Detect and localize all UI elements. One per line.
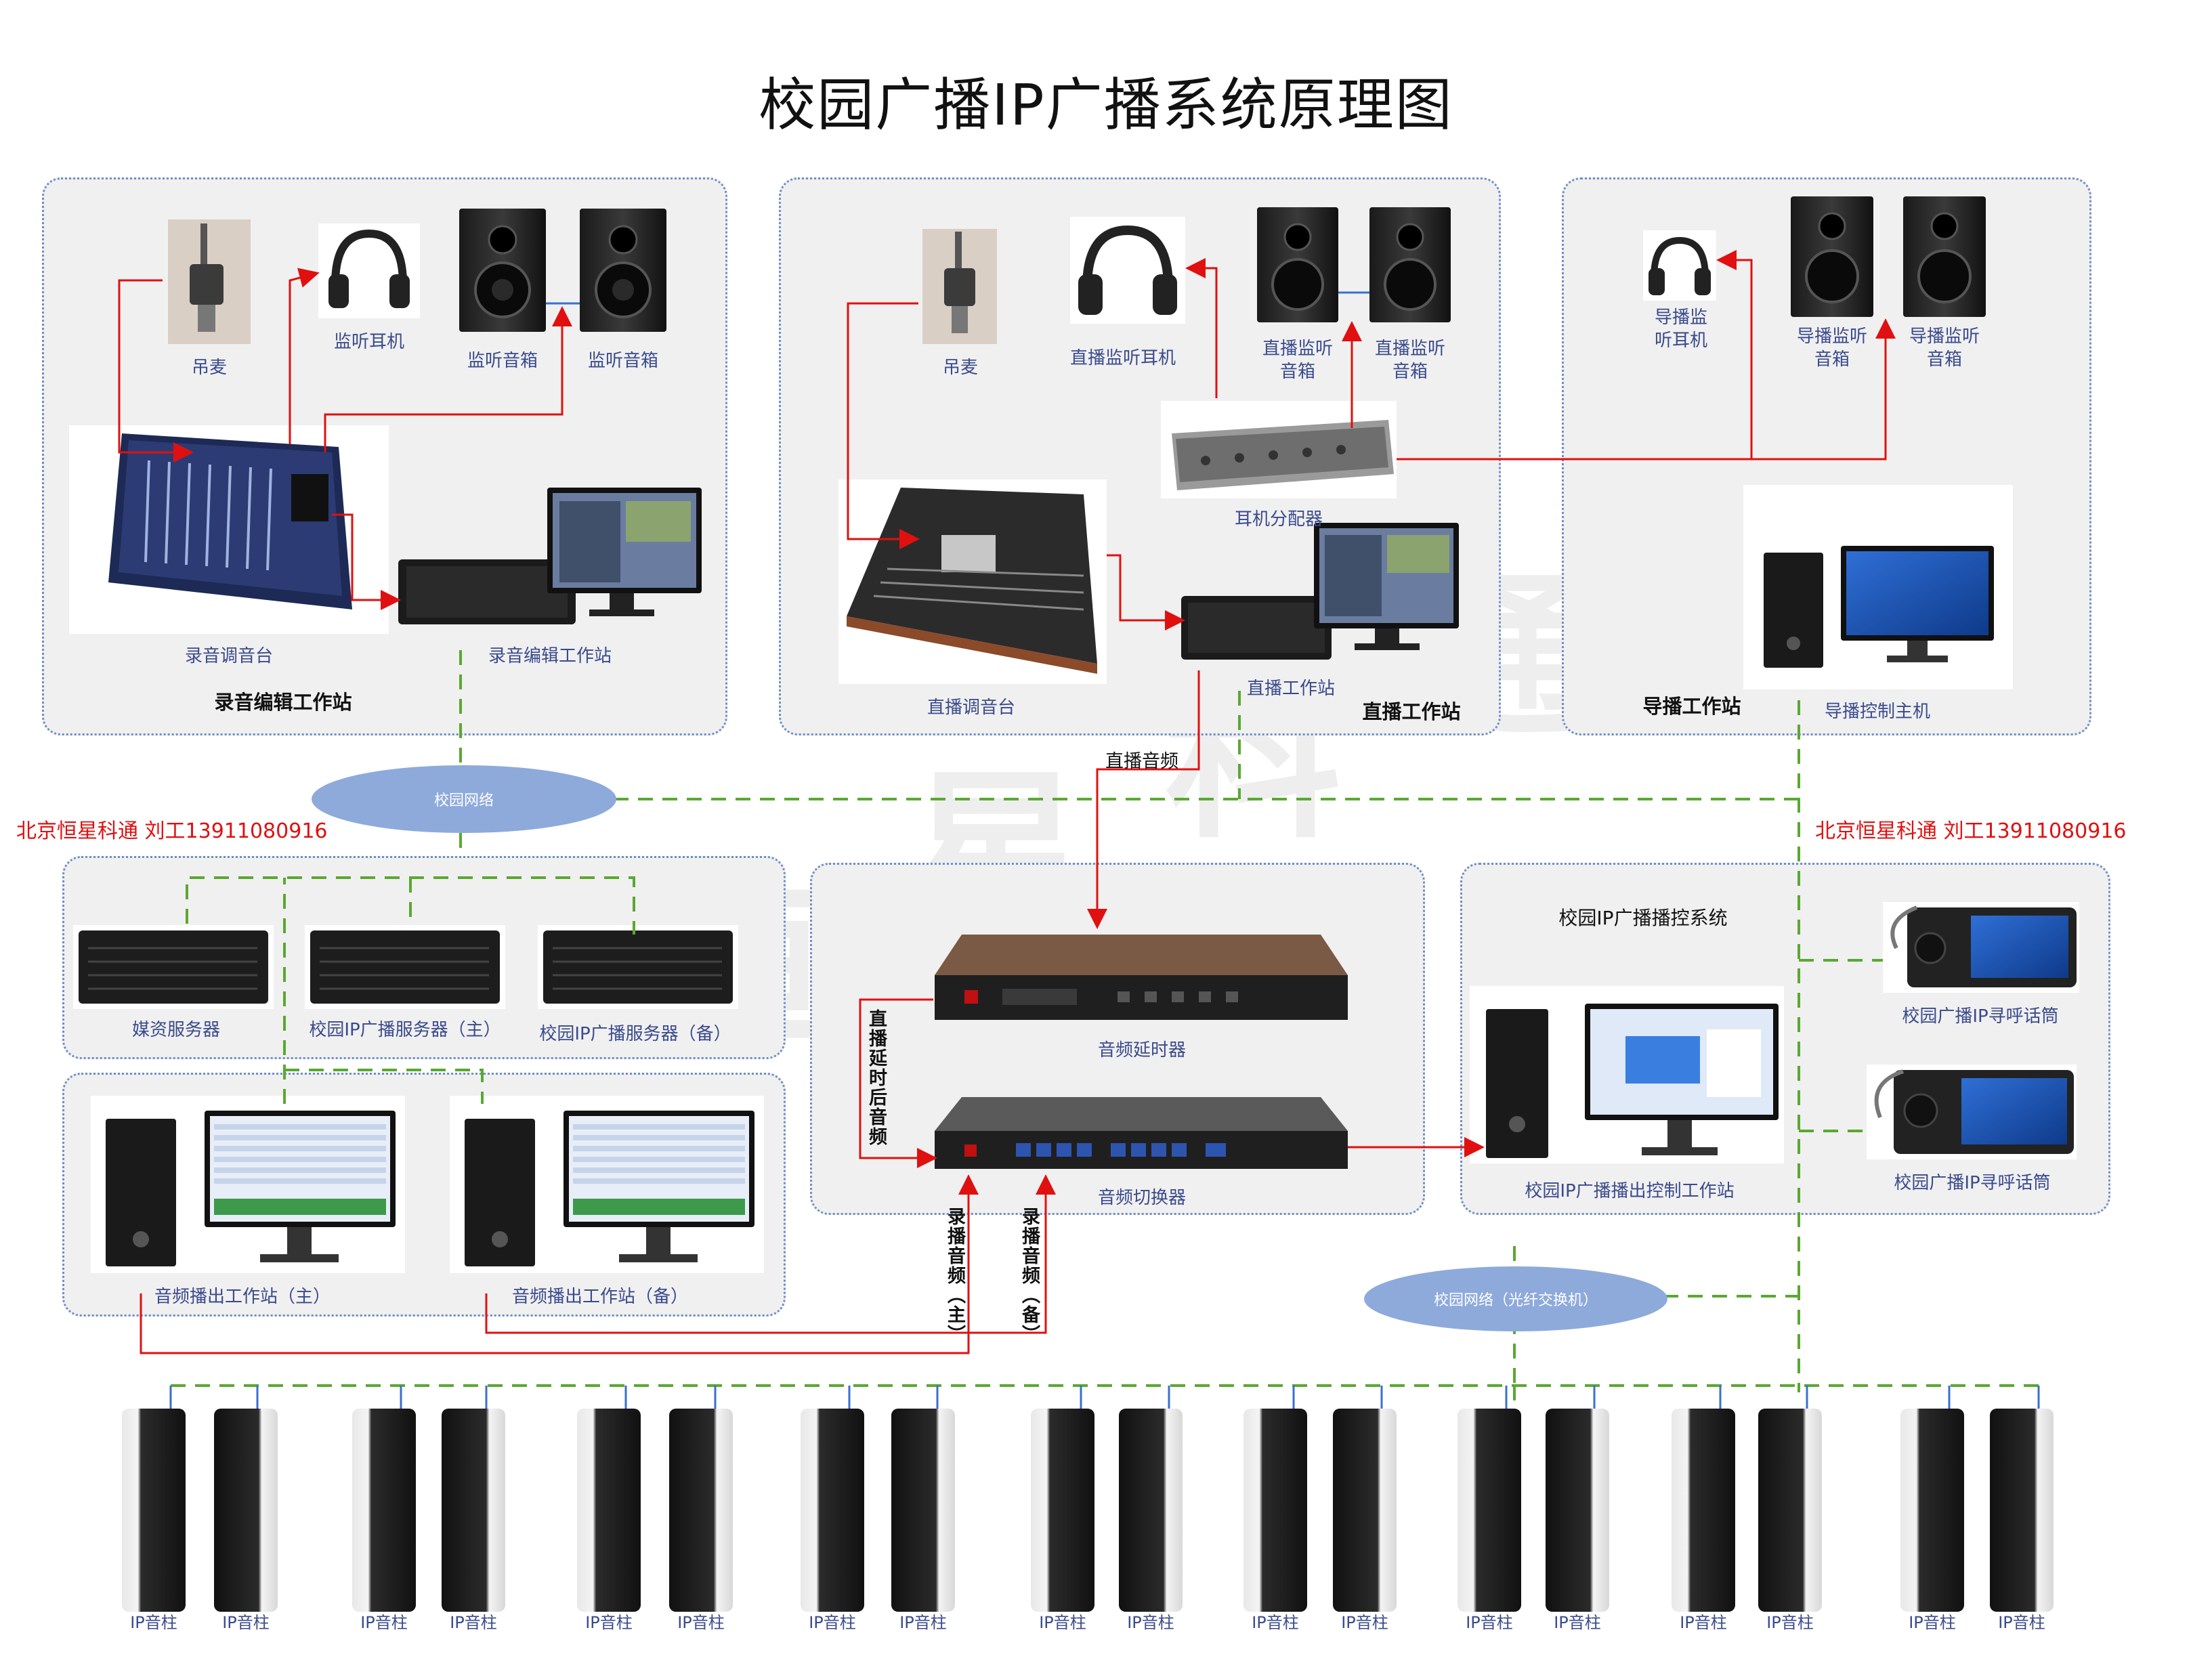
- speaker-label-4: IP音柱: [450, 1613, 497, 1632]
- speaker-label-7: IP音柱: [809, 1613, 856, 1632]
- monitor-speaker-2: [580, 209, 666, 332]
- speaker-label-5: IP音柱: [585, 1613, 633, 1632]
- headphone-device-2: [1070, 217, 1185, 324]
- speaker-label-3: IP音柱: [360, 1613, 408, 1632]
- paging-mic-2: [1867, 1065, 2077, 1159]
- paging-mic1-label: 校园广播IP寻呼话筒: [1902, 1006, 2059, 1027]
- rec-backup-label: 录播音频（备）: [1019, 1207, 1040, 1344]
- switcher-label: 音频切换器: [1097, 1188, 1187, 1208]
- paging-mic-1: [1883, 902, 2079, 993]
- ip-server-backup: [538, 925, 738, 1009]
- playout-main-label: 音频播出工作站（主）: [154, 1287, 331, 1307]
- delay-label: 音频延时器: [1097, 1040, 1187, 1061]
- rec-mixer-label: 录音调音台: [184, 646, 274, 666]
- ip-server-main: [305, 925, 505, 1009]
- director-speaker-1: [1791, 196, 1873, 317]
- live-splitter-label: 耳机分配器: [1234, 509, 1323, 530]
- dir-station-title: 导播工作站: [1642, 695, 1741, 718]
- director-host: [1743, 485, 2013, 689]
- audio-switcher-device: [935, 1097, 1348, 1169]
- live-speaker1-label: 直播监听 音箱: [1262, 339, 1334, 382]
- control-panel-title: 校园IP广播播控系统: [1558, 907, 1728, 929]
- speaker-label-6: IP音柱: [677, 1613, 725, 1632]
- dir-speaker1-label: 导播监听 音箱: [1796, 326, 1868, 370]
- contact-left: 北京恒星科通 刘工13911080916: [16, 819, 328, 843]
- ip-speakers: [122, 1409, 2054, 1612]
- recording-mixer: [69, 425, 389, 634]
- rec-mic-label: 吊麦: [191, 358, 228, 378]
- page-title: 校园广播IP广播系统原理图: [759, 72, 1453, 138]
- playout-station-backup: [450, 1096, 764, 1273]
- dir-host-label: 导播控制主机: [1824, 702, 1931, 722]
- live-headphone-label: 直播监听耳机: [1069, 348, 1176, 368]
- live-speaker-2: [1369, 207, 1451, 322]
- speaker-label-14: IP音柱: [1554, 1613, 1601, 1632]
- live-mixer-label: 直播调音台: [927, 698, 1016, 718]
- live-speaker-1: [1257, 207, 1338, 322]
- dir-speaker2-label: 导播监听 音箱: [1909, 326, 1980, 370]
- speaker-label-2: IP音柱: [222, 1613, 270, 1632]
- speaker-label-17: IP音柱: [1909, 1613, 1956, 1632]
- recording-workstation: [398, 488, 702, 624]
- control-station-label: 校园IP广播播出控制工作站: [1525, 1181, 1735, 1201]
- speaker-label-11: IP音柱: [1252, 1613, 1299, 1632]
- playout-backup-label: 音频播出工作站（备）: [511, 1287, 689, 1307]
- speaker-label-10: IP音柱: [1127, 1613, 1174, 1632]
- rec-headphone-label: 监听耳机: [333, 332, 405, 352]
- contact-right: 北京恒星科通 刘工13911080916: [1815, 819, 2127, 843]
- ip-server-main-label: 校园IP广播服务器（主）: [309, 1020, 501, 1040]
- rec-main-label: 录播音频（主）: [944, 1207, 965, 1344]
- signal-lines: [118, 250, 1896, 1354]
- speaker-label-9: IP音柱: [1039, 1613, 1086, 1632]
- mic-device-1: [168, 219, 251, 344]
- mic-device-2: [922, 229, 997, 344]
- live-station-title: 直播工作站: [1362, 700, 1461, 723]
- speaker-label-13: IP音柱: [1466, 1613, 1513, 1632]
- audio-delay-device: [935, 935, 1348, 1020]
- rec-workstation-label: 录音编辑工作站: [488, 646, 612, 666]
- speaker-label-18: IP音柱: [1998, 1613, 2045, 1632]
- live-mixer: [838, 479, 1107, 684]
- speaker-label-1: IP音柱: [130, 1613, 177, 1632]
- live-workstation-label: 直播工作站: [1246, 679, 1336, 699]
- speaker-label-16: IP音柱: [1766, 1613, 1814, 1632]
- dir-headphone-label: 导播监 听耳机: [1654, 307, 1708, 351]
- live-speaker2-label: 直播监听 音箱: [1374, 339, 1446, 382]
- delayed-audio-label: 直播延时后音频: [866, 1009, 887, 1147]
- speaker-label-12: IP音柱: [1341, 1613, 1388, 1632]
- speaker-drop-lines: [169, 1386, 2040, 1409]
- rec-speaker1-label: 监听音箱: [467, 351, 538, 371]
- rec-station-title: 录音编辑工作站: [214, 691, 352, 714]
- campus-network-cloud: 校园网络: [312, 765, 616, 833]
- director-speaker-2: [1903, 196, 1986, 317]
- speaker-label-15: IP音柱: [1680, 1613, 1727, 1632]
- fiber-network-cloud: 校园网络（光纤交换机）: [1364, 1266, 1667, 1331]
- paging-mic2-label: 校园广播IP寻呼话筒: [1894, 1173, 2051, 1193]
- media-server-label: 媒资服务器: [131, 1020, 221, 1040]
- speaker-label-8: IP音柱: [899, 1613, 947, 1632]
- live-audio-label: 直播音频: [1105, 751, 1178, 772]
- live-workstation: [1181, 523, 1459, 660]
- media-server: [73, 925, 274, 1009]
- ip-server-backup-label: 校园IP广播服务器（备）: [539, 1024, 731, 1044]
- headphone-splitter: [1161, 401, 1397, 498]
- monitor-speaker-1: [459, 209, 546, 332]
- headphone-device-1: [318, 223, 420, 318]
- live-mic-label: 吊麦: [942, 358, 979, 378]
- rec-speaker2-label: 监听音箱: [587, 351, 659, 371]
- control-workstation: [1470, 986, 1784, 1163]
- headphone-device-3: [1643, 230, 1716, 301]
- playout-station-main: [91, 1096, 405, 1273]
